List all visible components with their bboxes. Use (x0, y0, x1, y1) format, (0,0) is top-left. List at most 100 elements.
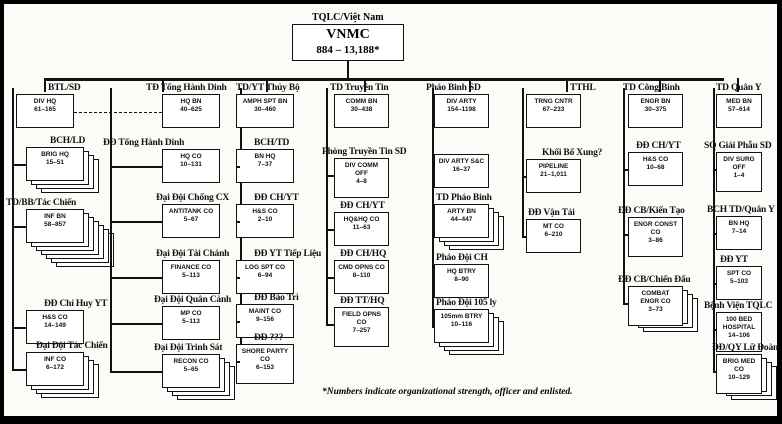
unit-label-vn: ĐĐ Tổng Hành Dinh (103, 138, 185, 148)
unit-strength: 5–103 (729, 278, 749, 285)
unit-strength: 30–375 (644, 106, 667, 113)
unit-name: INF CO (43, 356, 67, 363)
unit-name: CO (356, 319, 367, 326)
branch-connector (12, 164, 26, 166)
column-drop-line (162, 78, 164, 92)
column-drop-line (566, 78, 568, 92)
unit-label-vn: TD Pháo Binh (436, 193, 492, 203)
branch-connector (236, 277, 240, 279)
column-drop-line (659, 78, 661, 92)
unit-name: FIELD OPNS (341, 311, 381, 318)
unit-name: H&S CO (642, 156, 669, 163)
unit-strength: 6–153 (255, 364, 275, 371)
unit-label-vn: Khối Bổ Xung? (542, 148, 603, 158)
unit-label-vn: Đại Đội Tài Chánh (156, 249, 230, 259)
column-spine-line (522, 88, 524, 236)
unit-strength: 6–172 (45, 364, 65, 371)
unit-name: OFF (732, 164, 746, 171)
column-drop-line (266, 78, 268, 92)
root-strength: 884 – 13,188* (316, 44, 380, 56)
unit-label-vn: Pháo Binh SD (426, 83, 481, 93)
unit-label-vn: TD Công Binh (623, 83, 680, 93)
unit-name: DIV COMM (344, 162, 379, 169)
unit-label-vn: BCH TD/Quân Y (707, 205, 775, 215)
unit-name: BRIG MED (722, 358, 756, 365)
unit-label-vn: TD/BB/Tác Chiến (6, 198, 77, 208)
branch-connector (713, 233, 716, 235)
unit-name: CO (650, 229, 661, 236)
footnote: *Numbers indicate organizational strengt… (322, 387, 573, 397)
unit-name: BRIG HQ (41, 151, 69, 158)
unit-label-vn: ĐĐ CH/HQ (340, 249, 387, 259)
branch-connector (432, 221, 434, 223)
unit-name: TRNG CNTR (534, 98, 573, 105)
unit-label-vn: Pháo Đội 105 ly (436, 298, 497, 308)
branch-connector (713, 169, 716, 171)
unit-label-vn: ĐĐ YT (720, 255, 748, 265)
branch-connector (236, 361, 240, 363)
unit-strength: 67–233 (542, 106, 565, 113)
unit-label-vn: ĐĐ Vận Tải (528, 208, 575, 218)
root-unit: VNMC (326, 27, 370, 42)
branch-connector (713, 371, 716, 373)
unit-strength: 61–165 (34, 106, 56, 113)
unit-label-vn: TD Truyền Tin (330, 83, 389, 93)
root-label-vn: TQLC/Việt Nam (312, 12, 384, 23)
unit-strength: 30–460 (254, 106, 276, 113)
unit-name: AMPH SPT BN (242, 98, 288, 105)
unit-strength: 10–116 (450, 321, 473, 328)
unit-label-vn: ĐĐ CH/YT (254, 193, 299, 203)
branch-connector (522, 236, 526, 238)
unit-name: MP CO (180, 310, 202, 317)
root-unit-box: VNMC 884 – 13,188* (292, 24, 404, 61)
branch-connector (12, 327, 26, 329)
unit-strength: 30–438 (350, 106, 373, 113)
unit-name: 100 BED (725, 316, 753, 323)
branch-connector (623, 303, 628, 305)
column-drop-line (44, 78, 46, 92)
unit-name: 105mm BTRY (440, 313, 483, 320)
unit-label-vn: ĐĐ/QY Lữ Đoàn (712, 343, 777, 353)
unit-label-vn: ĐĐ Bảo Trì (254, 293, 299, 303)
unit-name: DIV ARTY (446, 98, 477, 105)
unit-strength: 2–10 (257, 216, 273, 223)
unit-name: ANTITANK CO (168, 208, 214, 215)
unit-name: HQ BTRY (446, 268, 476, 275)
unit-strength: 14–149 (44, 322, 66, 329)
branch-connector (110, 221, 162, 223)
unit-name: OFF (355, 170, 368, 177)
branch-connector (110, 277, 162, 279)
branch-connector (236, 321, 240, 323)
unit-label-vn: ĐĐ YT Tiếp Liệu (254, 249, 322, 259)
unit-name: H&S CO (252, 208, 278, 215)
column-spine-line (713, 88, 715, 371)
column-spine-line (110, 88, 112, 371)
unit-label-vn: BCH/TD (254, 138, 290, 148)
branch-connector (326, 175, 334, 177)
unit-name: CO (260, 356, 270, 363)
unit-label-vn: Đại Đội Trinh Sát (154, 343, 223, 353)
branch-connector (432, 171, 434, 173)
unit-name: SHORE PARTY (241, 348, 289, 355)
unit-label-vn: Đại Đội Chống CX (156, 193, 230, 203)
unit-label-vn: SQ Giải Phẫu SD (704, 141, 772, 151)
unit-label-vn: TD Quân Y (716, 83, 762, 93)
unit-strength: 3–86 (648, 237, 663, 244)
